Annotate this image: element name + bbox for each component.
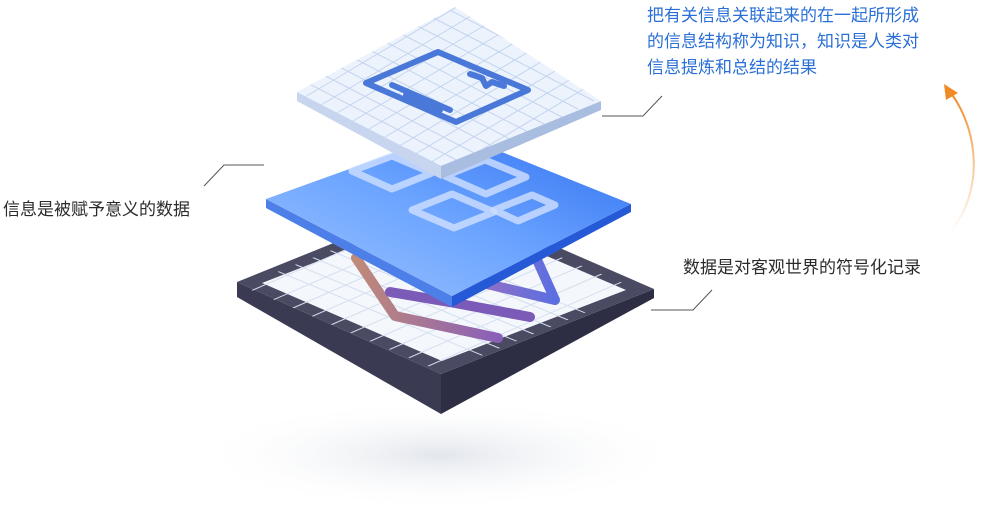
information-leader-line bbox=[203, 164, 264, 187]
knowledge-description-line-1: 把有关信息关联起来的在一起所形成 bbox=[647, 6, 919, 26]
knowledge-description: 把有关信息关联起来的在一起所形成 的信息结构称为知识，知识是人类对 信息提炼和总… bbox=[647, 3, 919, 81]
document-icon bbox=[363, 49, 531, 125]
curved-up-arrow-icon bbox=[944, 84, 975, 233]
floor-shadow bbox=[190, 400, 690, 510]
information-description: 信息是被赋予意义的数据 bbox=[3, 200, 190, 220]
knowledge-description-line-2: 的信息结构称为知识，知识是人类对 bbox=[647, 32, 919, 52]
knowledge-description-line-3: 信息提炼和总结的结果 bbox=[647, 58, 817, 78]
knowledge-layer bbox=[297, 7, 601, 179]
leader-lines bbox=[203, 95, 713, 311]
data-description: 数据是对客观世界的符号化记录 bbox=[683, 258, 921, 278]
data-leader-line bbox=[651, 289, 713, 311]
knowledge-leader-line bbox=[602, 95, 663, 117]
